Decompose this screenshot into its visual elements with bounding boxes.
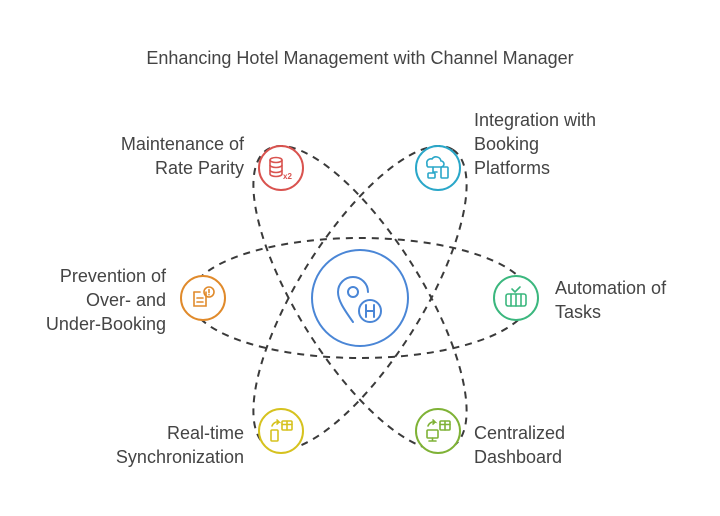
node-prevention <box>180 275 226 321</box>
label-realtime: Real-time Synchronization <box>115 423 244 467</box>
diagram-title: Enhancing Hotel Management with Channel … <box>146 48 574 68</box>
sync-devices-icon <box>270 419 293 442</box>
stack-x2-icon: x2 <box>269 156 292 181</box>
label-prevention: Prevention of Over- and Under-Booking <box>45 266 166 334</box>
svg-text:x2: x2 <box>283 172 292 181</box>
automation-icon <box>505 286 527 307</box>
label-automation: Automation of Tasks <box>555 278 667 322</box>
node-realtime <box>258 408 304 454</box>
location-hotel-icon <box>337 276 382 323</box>
label-rate-parity: Maintenance of Rate Parity <box>120 134 244 178</box>
node-automation <box>493 275 539 321</box>
node-integration <box>415 145 461 191</box>
cloud-devices-icon <box>426 156 449 179</box>
node-rate-parity: x2 <box>258 145 304 191</box>
label-dashboard: Centralized Dashboard <box>474 423 566 467</box>
booking-alert-icon <box>193 286 215 307</box>
node-dashboard <box>415 408 461 454</box>
label-integration: Integration with Booking Platforms <box>474 110 597 178</box>
center-node <box>311 249 409 347</box>
dashboard-icon <box>426 419 451 442</box>
